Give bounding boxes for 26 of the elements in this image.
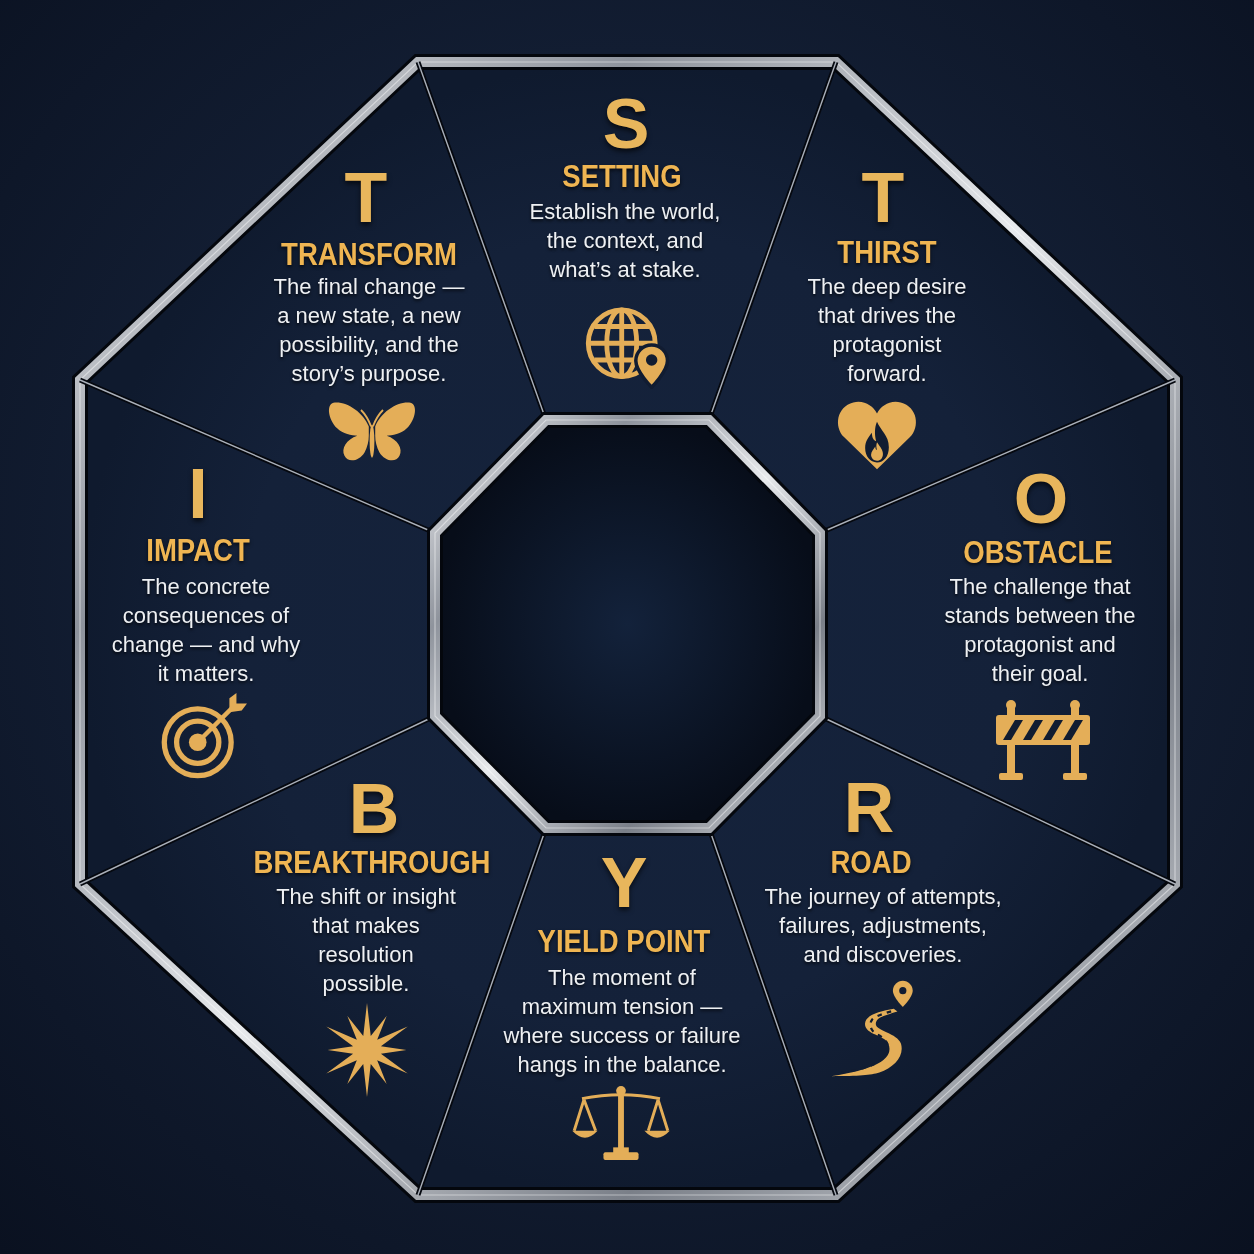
description-text: The deep desire that drives the protagonist forward. (806, 273, 968, 388)
description-text: The journey of attempts, failures, adjustments, and discoveries. (763, 883, 1003, 969)
description-text: The moment of maximum tension — where success or failure hangs in the balance. (502, 964, 742, 1079)
octagon-frame (71, 53, 1184, 1204)
segment-heading: THIRST (837, 240, 937, 264)
initial-letter: S (602, 98, 650, 150)
segment-heading: BREAKTHROUGH (253, 850, 491, 874)
segment-heading: TRANSFORM (281, 242, 457, 266)
segment-heading: IMPACT (146, 538, 250, 562)
description-text: The shift or insight that makes resolution possible. (275, 883, 457, 998)
initial-letter: R (843, 782, 895, 834)
center-octagon (427, 412, 828, 836)
description-text: The concrete consequences of change — and why it matters. (110, 573, 302, 688)
initial-letter: T (861, 172, 905, 224)
initial-letter: I (188, 468, 208, 520)
segment-heading: OBSTACLE (963, 540, 1113, 564)
description-text: The challenge that stands between the protagonist and their goal. (943, 573, 1137, 688)
description-text: Establish the world, the context, and what’s at stake. (528, 198, 722, 284)
initial-letter: O (1013, 473, 1069, 525)
segment-heading: ROAD (830, 850, 912, 874)
initial-letter: T (344, 172, 388, 224)
initial-letter: Y (600, 857, 648, 909)
initial-letter: B (348, 783, 400, 835)
segment-heading: YIELD POINT (537, 929, 711, 953)
segment-heading: SETTING (562, 164, 682, 188)
description-text: The final change — a new state, a new possibility, and the story’s purpose. (272, 273, 466, 388)
